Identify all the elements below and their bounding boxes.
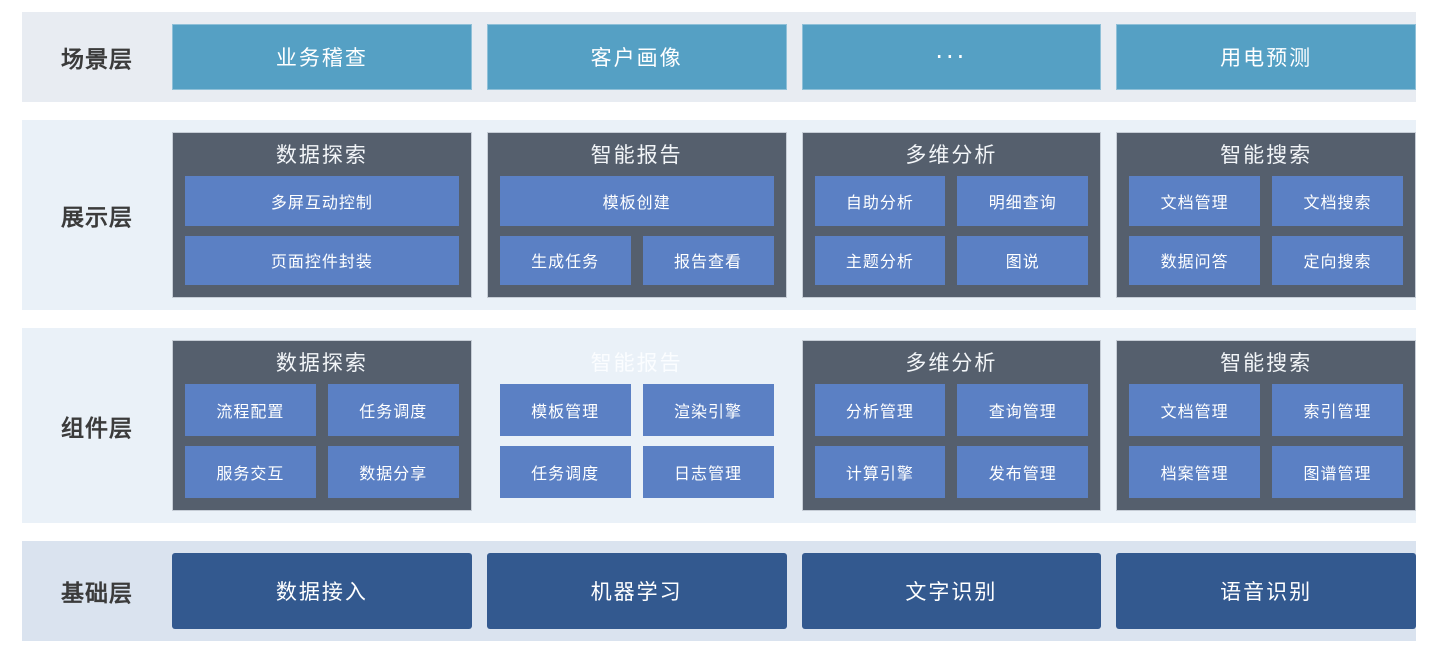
tile-item[interactable]: 页面控件封装 <box>185 235 459 285</box>
component-card-intelligent-report[interactable]: 智能报告 模板管理 渲染引擎 任务调度 日志管理 <box>487 340 787 511</box>
tile-item[interactable]: 档案管理 <box>1129 446 1261 498</box>
card-tiles: 自助分析 明细查询 主题分析 图说 <box>814 176 1089 285</box>
tile-row: 分析管理 查询管理 <box>814 384 1089 437</box>
tile-row: 生成任务 报告查看 <box>499 235 774 285</box>
card-title: 智能报告 <box>590 143 683 167</box>
tile-row: 文档管理 文档搜索 <box>1129 176 1403 226</box>
presentation-card-data-exploration[interactable]: 数据探索 多屏互动控制 页面控件封装 <box>172 132 472 298</box>
layer-row-scene: 场景层 业务稽查 客户画像 ··· 用电预测 <box>22 12 1416 102</box>
scene-box-2[interactable]: 客户画像 <box>486 24 787 90</box>
layer-row-base: 基础层 数据接入 机器学习 文字识别 语音识别 <box>22 541 1416 641</box>
base-box-4[interactable]: 语音识别 <box>1116 553 1416 629</box>
tile-item[interactable]: 查询管理 <box>957 384 1089 437</box>
component-card-multidimensional-analysis[interactable]: 多维分析 分析管理 查询管理 计算引擎 发布管理 <box>801 340 1102 511</box>
layer-label-component: 组件层 <box>61 415 133 442</box>
card-tiles: 多屏互动控制 页面控件封装 <box>185 176 459 285</box>
tile-item[interactable]: 多屏互动控制 <box>185 176 459 226</box>
card-title: 多维分析 <box>905 351 998 375</box>
tile-row: 模板创建 <box>499 176 774 226</box>
tile-item[interactable]: 服务交互 <box>185 446 316 498</box>
tile-item[interactable]: 任务调度 <box>499 446 631 498</box>
layer-row-presentation: 展示层 数据探索 多屏互动控制 页面控件封装 智能报告 模板创建 <box>22 120 1416 310</box>
tile-item[interactable]: 数据问答 <box>1129 235 1261 285</box>
tile-item[interactable]: 流程配置 <box>185 384 316 437</box>
base-box-2[interactable]: 机器学习 <box>486 553 787 629</box>
scene-box-more[interactable]: ··· <box>801 24 1102 90</box>
card-tiles: 模板管理 渲染引擎 任务调度 日志管理 <box>499 384 774 498</box>
tile-item[interactable]: 索引管理 <box>1272 384 1403 437</box>
tile-row: 档案管理 图谱管理 <box>1129 446 1403 498</box>
base-box-3[interactable]: 文字识别 <box>801 553 1102 629</box>
tile-item[interactable]: 生成任务 <box>499 235 631 285</box>
tile-row: 数据问答 定向搜索 <box>1129 235 1403 285</box>
tile-row: 模板管理 渲染引擎 <box>499 384 774 437</box>
tile-item[interactable]: 文档搜索 <box>1272 176 1403 226</box>
tile-item[interactable]: 报告查看 <box>642 235 774 285</box>
layer-label-base: 基础层 <box>61 581 133 607</box>
tile-item[interactable]: 发布管理 <box>957 446 1089 498</box>
layer-label-presentation: 展示层 <box>61 205 133 231</box>
component-card-data-exploration[interactable]: 数据探索 流程配置 任务调度 服务交互 数据分享 <box>172 340 472 511</box>
tile-item[interactable]: 定向搜索 <box>1272 235 1403 285</box>
tile-item[interactable]: 模板管理 <box>499 384 631 437</box>
card-title: 智能搜索 <box>1220 143 1313 167</box>
card-title: 多维分析 <box>905 143 998 167</box>
presentation-card-intelligent-report[interactable]: 智能报告 模板创建 生成任务 报告查看 <box>486 132 787 298</box>
tile-item[interactable]: 图谱管理 <box>1272 446 1403 498</box>
tile-item[interactable]: 数据分享 <box>327 446 459 498</box>
card-title: 数据探索 <box>275 143 368 167</box>
tile-item[interactable]: 渲染引擎 <box>642 384 774 437</box>
tile-row: 计算引擎 发布管理 <box>814 446 1089 498</box>
tile-item[interactable]: 明细查询 <box>957 176 1089 226</box>
tile-row: 流程配置 任务调度 <box>185 384 459 437</box>
layer-content-presentation: 数据探索 多屏互动控制 页面控件封装 智能报告 模板创建 <box>172 120 1416 310</box>
presentation-card-multidimensional-analysis[interactable]: 多维分析 自助分析 明细查询 主题分析 图说 <box>801 132 1102 298</box>
tile-item[interactable]: 主题分析 <box>814 235 946 285</box>
scene-box-1[interactable]: 业务稽查 <box>172 24 472 90</box>
tile-item[interactable]: 日志管理 <box>642 446 774 498</box>
layer-label-scene: 场景层 <box>61 47 133 73</box>
card-tiles: 文档管理 索引管理 档案管理 图谱管理 <box>1129 384 1403 498</box>
layer-content-component: 数据探索 流程配置 任务调度 服务交互 数据分享 智能报告 模板管理 <box>172 328 1416 523</box>
tile-item[interactable]: 图说 <box>957 235 1089 285</box>
card-title: 数据探索 <box>275 351 368 375</box>
layer-row-component: 组件层 数据探索 流程配置 任务调度 服务交互 数据分享 智能报告 <box>22 328 1416 523</box>
tile-item[interactable]: 自助分析 <box>814 176 946 226</box>
tile-item[interactable]: 分析管理 <box>814 384 946 437</box>
card-tiles: 分析管理 查询管理 计算引擎 发布管理 <box>814 384 1089 498</box>
tile-row: 页面控件封装 <box>185 235 459 285</box>
layer-content-scene: 业务稽查 客户画像 ··· 用电预测 <box>172 12 1416 102</box>
tile-item[interactable]: 文档管理 <box>1129 384 1261 437</box>
tile-item[interactable]: 模板创建 <box>499 176 774 226</box>
tile-row: 文档管理 索引管理 <box>1129 384 1403 437</box>
tile-row: 自助分析 明细查询 <box>814 176 1089 226</box>
layer-content-base: 数据接入 机器学习 文字识别 语音识别 <box>172 541 1416 641</box>
card-tiles: 流程配置 任务调度 服务交互 数据分享 <box>185 384 459 498</box>
tile-row: 主题分析 图说 <box>814 235 1089 285</box>
card-title: 智能搜索 <box>1220 351 1313 375</box>
tile-item[interactable]: 任务调度 <box>327 384 459 437</box>
card-title: 智能报告 <box>590 351 683 375</box>
tile-item[interactable]: 计算引擎 <box>814 446 946 498</box>
component-card-intelligent-search[interactable]: 智能搜索 文档管理 索引管理 档案管理 图谱管理 <box>1116 340 1416 511</box>
base-box-1[interactable]: 数据接入 <box>172 553 472 629</box>
tile-item[interactable]: 文档管理 <box>1129 176 1261 226</box>
card-tiles: 文档管理 文档搜索 数据问答 定向搜索 <box>1129 176 1403 285</box>
card-tiles: 模板创建 生成任务 报告查看 <box>499 176 774 285</box>
tile-row: 任务调度 日志管理 <box>499 446 774 498</box>
presentation-card-intelligent-search[interactable]: 智能搜索 文档管理 文档搜索 数据问答 定向搜索 <box>1116 132 1416 298</box>
scene-box-4[interactable]: 用电预测 <box>1116 24 1416 90</box>
tile-row: 服务交互 数据分享 <box>185 446 459 498</box>
tile-row: 多屏互动控制 <box>185 176 459 226</box>
